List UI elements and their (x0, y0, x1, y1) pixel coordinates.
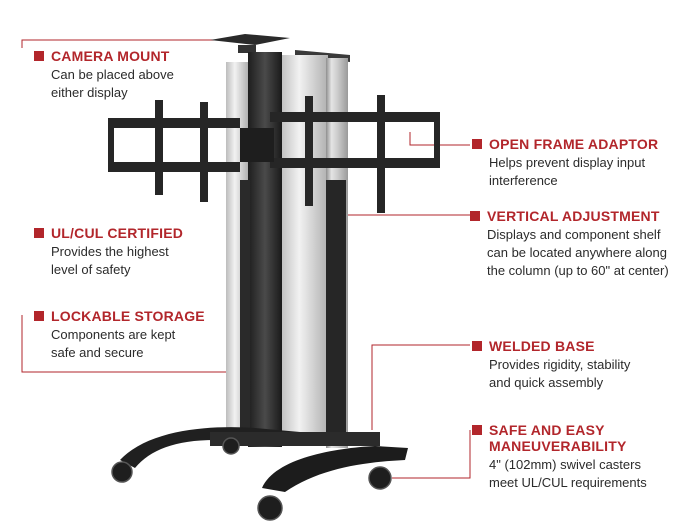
bullet-square (34, 51, 44, 61)
swivel-casters (111, 437, 392, 521)
callout-description: Helps prevent display input interference (489, 155, 646, 188)
leader-welded-base (371, 344, 470, 430)
open-frame-adaptor (108, 95, 440, 213)
bullet-square (472, 425, 482, 435)
welded-base (120, 427, 408, 492)
callout-welded-base: WELDED BASE Provides rigidity, stability… (472, 338, 630, 392)
leader-camera-mount (21, 39, 225, 48)
bullet-square (34, 228, 44, 238)
callout-title: OPEN FRAME ADAPTOR (489, 136, 659, 152)
camera-mount-shelf (210, 34, 290, 53)
callout-description: Can be placed above either display (51, 67, 174, 100)
bullet-square (470, 211, 480, 221)
column (226, 52, 348, 448)
callout-lockable-storage: LOCKABLE STORAGE Components are kept saf… (34, 308, 205, 362)
callout-ul-cul-certified: UL/CUL CERTIFIED Provides the highest le… (34, 225, 183, 279)
callout-title: LOCKABLE STORAGE (51, 308, 205, 324)
bullet-square (472, 341, 482, 351)
callout-description: Components are kept safe and secure (51, 327, 176, 360)
callout-title: VERTICAL ADJUSTMENT (487, 208, 660, 224)
callout-description: 4" (102mm) swivel casters meet UL/CUL re… (489, 457, 647, 490)
callout-title: WELDED BASE (489, 338, 595, 354)
callout-camera-mount: CAMERA MOUNT Can be placed above either … (34, 48, 174, 102)
callout-vertical-adjustment: VERTICAL ADJUSTMENT Displays and compone… (470, 208, 669, 280)
callout-safe-easy-maneuverability: SAFE AND EASY MANEUVERABILITY 4" (102mm)… (472, 422, 647, 492)
callout-title: CAMERA MOUNT (51, 48, 170, 64)
callout-description: Provides rigidity, stability and quick a… (489, 357, 631, 390)
callout-description: Provides the highest level of safety (51, 244, 169, 277)
leader-maneuverability (392, 430, 471, 479)
leader-open-frame-adaptor (409, 132, 470, 146)
callout-title: SAFE AND EASY MANEUVERABILITY (489, 422, 627, 454)
callout-title: UL/CUL CERTIFIED (51, 225, 184, 241)
bullet-square (472, 139, 482, 149)
callout-open-frame-adaptor: OPEN FRAME ADAPTOR Helps prevent display… (472, 136, 658, 190)
bullet-square (34, 311, 44, 321)
callout-description: Displays and component shelf can be loca… (487, 227, 669, 278)
